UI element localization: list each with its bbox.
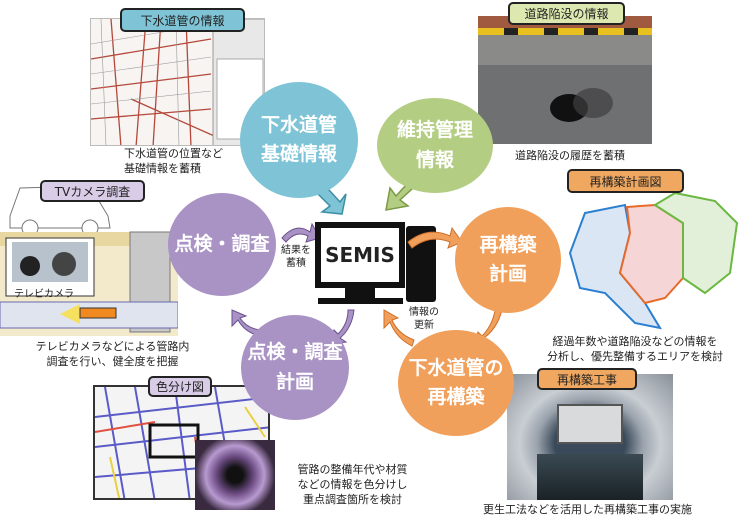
caption-line: 下水道管の位置など <box>124 147 223 160</box>
tv-camera-caption: テレビカメラなどによる管路内 調査を行い、健全度を把握 <box>20 340 205 370</box>
store-result-text: 結果を蓄積 <box>281 245 311 269</box>
rebuild-work-caption: 更生工法などを活用した再構築工事の実施 <box>483 503 692 516</box>
keyboard <box>318 298 403 304</box>
circle-text: 再構築 <box>427 386 485 408</box>
sewer-info-label: 下水道管の情報 <box>120 8 245 32</box>
semis-monitor: SEMIS <box>315 222 405 288</box>
rebuild-area-map <box>568 193 739 330</box>
road-collapse-photo <box>478 16 652 144</box>
tv-camera-illustration <box>0 176 178 336</box>
rebuild-map-caption: 経過年数や道路陥没などの情報を 分析し、優先整備するエリアを検討 <box>530 335 740 365</box>
caption-line: 分析し、優先整備するエリアを検討 <box>547 349 723 363</box>
caption-line: テレビカメラなどによる管路内 <box>35 340 190 353</box>
rebuild-map-label: 再構築計画図 <box>567 169 684 193</box>
circle-text: 下水道管の <box>408 356 504 379</box>
caption-line: 調査を行い、健全度を把握 <box>46 354 179 368</box>
caption-line: 重点調査箇所を検討 <box>303 492 402 506</box>
circle-text: 下水道管 <box>260 113 337 136</box>
circle-inspection: 点検・調査 <box>168 193 276 296</box>
arrow-semis-to-rebuild-plan <box>407 226 463 249</box>
circle-text: 基礎情報 <box>260 143 337 165</box>
rebuild-work-label: 再構築工事 <box>537 368 637 390</box>
arrow-rebuild-to-semis <box>383 309 415 347</box>
circle-rebuild: 下水道管の 再構築 <box>398 330 514 436</box>
caption-line: 経過年数や道路陥没などの情報を <box>552 335 718 348</box>
circle-rebuild-plan: 再構築 計画 <box>455 207 561 313</box>
circle-text: 点検・調査 <box>247 341 343 364</box>
color-map-caption: 管路の整備年代や材質 などの情報を色分けし 重点調査箇所を検討 <box>280 463 425 508</box>
arrow-inspection-to-semis <box>281 222 321 243</box>
circle-text: 計画 <box>275 370 314 393</box>
circle-basic-info: 下水道管 基礎情報 <box>240 82 358 198</box>
update-info-text: 情報の更新 <box>409 307 439 331</box>
tv-camera-name: テレビカメラ <box>14 289 74 300</box>
caption-line: などの情報を色分けし <box>297 477 408 491</box>
circle-text: 点検・調査 <box>174 232 270 255</box>
circle-text: 維持管理 <box>396 119 473 142</box>
circle-inspection-plan: 点検・調査 計画 <box>241 315 349 420</box>
road-collapse-label: 道路陥没の情報 <box>508 2 625 25</box>
circle-text: 計画 <box>488 263 527 285</box>
sewer-info-caption: 下水道管の位置など 基礎情報を蓄積 <box>124 147 249 177</box>
tv-camera-label: TVカメラ調査 <box>40 180 145 202</box>
color-map-label: 色分け図 <box>148 376 212 397</box>
circle-maintenance-info: 維持管理 情報 <box>377 98 493 193</box>
monitor-stand <box>345 288 375 298</box>
caption-line: 管路の整備年代や材質 <box>297 463 408 476</box>
circle-text: 再構築 <box>479 233 537 256</box>
road-collapse-caption: 道路陥没の履歴を蓄積 <box>515 149 625 162</box>
sewer-map-image <box>90 18 265 146</box>
caption-line: 基礎情報を蓄積 <box>124 161 201 175</box>
pipe-interior-photo <box>195 440 275 510</box>
rebuild-work-photo <box>507 374 673 500</box>
circle-text: 情報 <box>415 148 454 171</box>
